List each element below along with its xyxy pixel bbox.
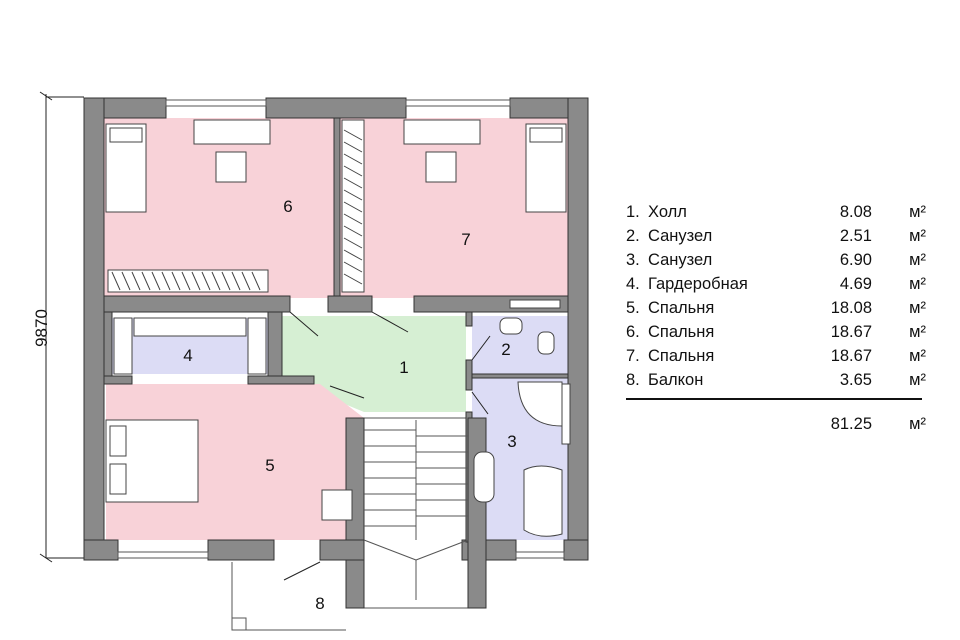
legend-row: 7. Спальня 18.67 м² xyxy=(626,344,926,368)
furniture-room-5 xyxy=(105,419,353,521)
legend-unit: м² xyxy=(909,251,926,269)
legend-number: 4. xyxy=(626,275,640,293)
room-label-2: 2 xyxy=(501,340,511,359)
legend-area: 8.08 xyxy=(839,203,872,221)
legend-room-name: Спальня xyxy=(648,299,715,317)
legend-unit: м² xyxy=(909,347,926,365)
room-1-fill xyxy=(282,316,466,412)
furniture-room-4 xyxy=(113,317,267,375)
furniture-room-6 xyxy=(105,119,271,293)
legend-number: 6. xyxy=(626,323,640,341)
windows xyxy=(117,99,565,559)
legend-number: 5. xyxy=(626,299,640,317)
legend-number: 8. xyxy=(626,371,640,389)
legend-divider xyxy=(626,398,922,400)
legend-area: 18.08 xyxy=(830,299,872,317)
room-label-4: 4 xyxy=(183,346,193,365)
legend-number: 7. xyxy=(626,347,640,365)
stair-treads xyxy=(363,420,469,600)
legend-unit: м² xyxy=(909,299,926,317)
legend-area: 18.67 xyxy=(830,323,872,341)
legend-room-name: Гардеробная xyxy=(648,275,748,293)
legend-room-name: Балкон xyxy=(648,371,704,389)
legend-row: 5. Спальня 18.08 м² xyxy=(626,296,926,320)
furniture-room-7 xyxy=(341,119,567,293)
legend-unit: м² xyxy=(909,203,926,221)
room-label-6: 6 xyxy=(283,197,293,216)
legend-unit: м² xyxy=(909,371,926,389)
legend-total-area: 81.25 xyxy=(830,415,872,433)
room-label-1: 1 xyxy=(399,358,409,377)
legend-room-name: Санузел xyxy=(648,251,713,269)
area-legend: 1. Холл 8.08 м² 2. Санузел 2.51 м² 3. Са… xyxy=(626,200,926,433)
legend-row: 1. Холл 8.08 м² xyxy=(626,200,926,224)
legend-area: 6.90 xyxy=(839,251,872,269)
room-label-8: 8 xyxy=(315,594,325,613)
legend-number: 3. xyxy=(626,251,640,269)
legend-area: 4.69 xyxy=(839,275,872,293)
dimension-line xyxy=(39,91,84,563)
walls xyxy=(83,97,589,609)
legend-row: 6. Спальня 18.67 м² xyxy=(626,320,926,344)
door-swings xyxy=(283,311,491,581)
legend-total-unit: м² xyxy=(909,415,926,433)
legend-row: 3. Санузел 6.90 м² xyxy=(626,248,926,272)
balcony xyxy=(231,562,346,631)
bathroom-fixtures xyxy=(473,299,571,537)
legend-room-name: Холл xyxy=(648,203,687,221)
legend-unit: м² xyxy=(909,323,926,341)
legend-room-name: Спальня xyxy=(648,347,715,365)
legend-total-row: 81.25 м² xyxy=(626,412,926,436)
legend-unit: м² xyxy=(909,227,926,245)
room-label-3: 3 xyxy=(507,432,517,451)
legend-area: 2.51 xyxy=(839,227,872,245)
dimension-label: 9870 xyxy=(32,309,51,347)
legend-unit: м² xyxy=(909,275,926,293)
legend-row: 8. Балкон 3.65 м² xyxy=(626,368,926,392)
legend-room-name: Санузел xyxy=(648,227,713,245)
legend-area: 3.65 xyxy=(839,371,872,389)
legend-row: 4. Гардеробная 4.69 м² xyxy=(626,272,926,296)
room-label-7: 7 xyxy=(461,230,471,249)
room-label-5: 5 xyxy=(265,456,275,475)
legend-number: 2. xyxy=(626,227,640,245)
legend-row: 2. Санузел 2.51 м² xyxy=(626,224,926,248)
legend-number: 1. xyxy=(626,203,640,221)
legend-room-name: Спальня xyxy=(648,323,715,341)
legend-area: 18.67 xyxy=(830,347,872,365)
